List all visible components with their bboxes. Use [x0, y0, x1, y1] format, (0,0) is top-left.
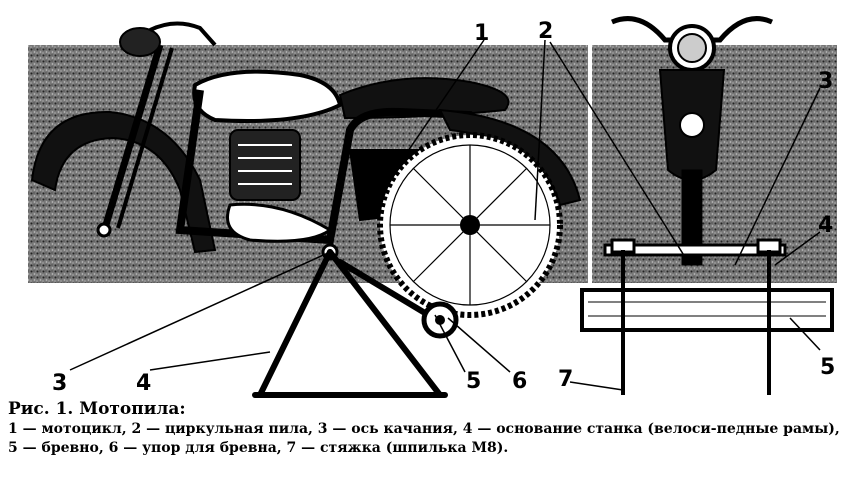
leader-lines	[69, 39, 821, 391]
engine	[229, 129, 301, 201]
callout-3-front: 3	[818, 69, 833, 94]
callout-5-front: 5	[820, 355, 835, 380]
figure-caption: Рис. 1. Мотопила: 1 — мотоцикл, 2 — цирк…	[8, 398, 848, 458]
front-fender	[30, 110, 217, 254]
log-front-view	[580, 288, 834, 332]
callout-7: 7	[558, 367, 573, 392]
circular-saw-blade	[377, 132, 563, 318]
seat	[338, 77, 510, 120]
callout-2: 2	[538, 19, 553, 44]
callout-4-side: 4	[136, 371, 151, 396]
log-stop	[421, 301, 459, 339]
callout-5-side: 5	[466, 369, 481, 394]
caption-title: Рис. 1. Мотопила:	[8, 399, 186, 419]
motosaw-figure: 1 2 3 3 4 4 5 5 6 7	[28, 16, 837, 398]
callout-4-front: 4	[818, 213, 833, 238]
tie-rods	[621, 250, 771, 395]
motorcycle-front-view	[611, 16, 774, 266]
callout-1: 1	[474, 21, 489, 46]
callout-3-side: 3	[52, 371, 67, 396]
callout-6: 6	[512, 369, 527, 394]
front-stand	[603, 238, 787, 257]
fuel-tank	[192, 69, 343, 123]
caption-text: 1 — мотоцикл, 2 — циркульная пила, 3 — о…	[8, 421, 840, 456]
